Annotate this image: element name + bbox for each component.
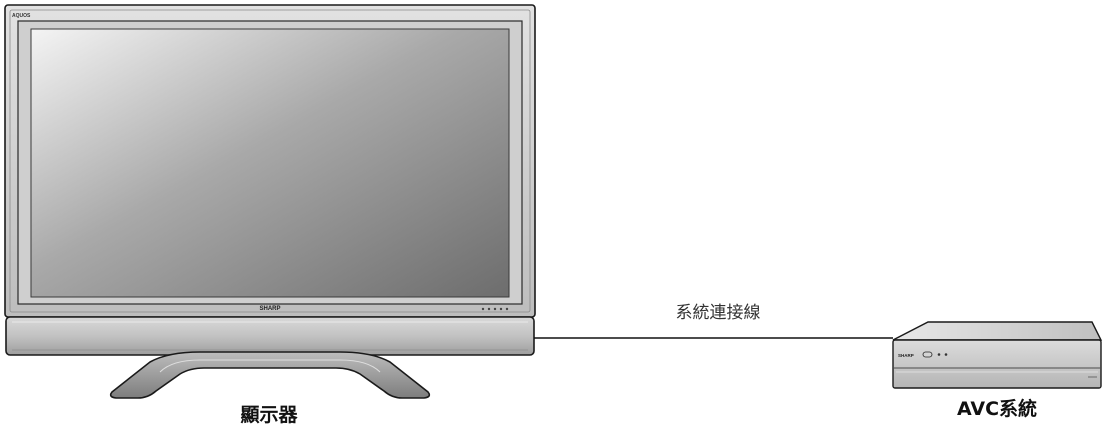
avc-front-panel (892, 339, 1102, 389)
tv-screen (30, 28, 510, 298)
tv-indicator-dots (481, 307, 509, 311)
avc-indicator-1 (937, 353, 941, 356)
tv-display: AQUOS SHARP 顯示器 (4, 4, 536, 426)
avc-system-unit: SHARP AVC系統 (892, 321, 1103, 420)
cable-caption: 系統連接線 (676, 303, 761, 323)
tv-speaker-bar (5, 316, 535, 356)
tv-stand (109, 351, 431, 399)
tv-bezel-inner-line (9, 9, 531, 313)
avc-top-face (892, 321, 1103, 341)
tv-brand-logo: SHARP (259, 306, 280, 312)
tv-caption: 顯示器 (240, 404, 298, 426)
avc-indicator-2 (944, 353, 948, 356)
avc-caption: AVC系統 (957, 397, 1037, 420)
system-cable: 系統連接線 (534, 303, 893, 339)
avc-power-button (922, 351, 933, 358)
avc-brand-logo: SHARP (898, 353, 914, 358)
tv-model-mark: AQUOS (12, 13, 31, 19)
